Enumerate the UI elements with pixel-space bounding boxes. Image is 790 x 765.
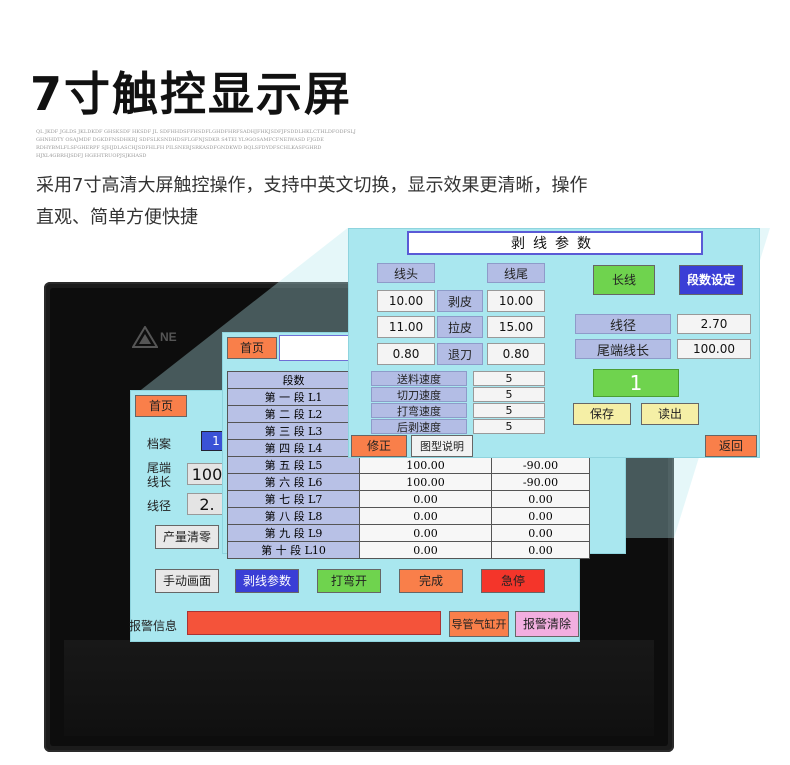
segment-name: 第 四 段 L4: [227, 439, 360, 457]
tail-length-label: 尾端线长: [147, 461, 172, 489]
segment-name: 第 三 段 L3: [227, 422, 360, 440]
table-row: 第 八 段 L8 0.00 0.00: [227, 507, 590, 525]
cutter-speed-value[interactable]: 5: [473, 387, 545, 402]
feed-speed-label: 送料速度: [371, 371, 467, 386]
head-retract-value[interactable]: 0.80: [377, 343, 435, 365]
segment-angle[interactable]: -90.00: [491, 473, 590, 491]
tail-length-value[interactable]: 100: [187, 463, 227, 485]
read-button[interactable]: 读出: [641, 403, 699, 425]
segment-angle[interactable]: 0.00: [491, 490, 590, 508]
segment-angle[interactable]: -90.00: [491, 456, 590, 474]
archive-label: 档案: [147, 437, 172, 451]
tail-pull-value[interactable]: 15.00: [487, 316, 545, 338]
clear-output-button[interactable]: 产量清零: [155, 525, 219, 549]
tail-length-value-2[interactable]: 100.00: [677, 339, 751, 359]
diagram-button[interactable]: 图型说明: [411, 435, 473, 457]
segment-length[interactable]: 0.00: [359, 490, 492, 508]
alarm-clear-button[interactable]: 报警清除: [515, 611, 579, 637]
segments-home-button[interactable]: 首页: [227, 337, 277, 359]
wire-diameter-label: 线径: [575, 314, 671, 334]
wire-head-label: 线头: [377, 263, 435, 283]
brand-text: NE: [160, 330, 177, 344]
page-title: 7寸触控显示屏: [30, 67, 353, 121]
rear-strip-speed-value[interactable]: 5: [473, 419, 545, 434]
strip-label: 剥皮: [437, 290, 483, 312]
strip-params-title: 剥线参数: [407, 231, 703, 255]
segment-name: 第 七 段 L7: [227, 490, 360, 508]
pull-label: 拉皮: [437, 316, 483, 338]
complete-button[interactable]: 完成: [399, 569, 463, 593]
table-row: 第 五 段 L5 100.00 -90.00: [227, 456, 590, 474]
table-row: 第 六 段 L6 100.00 -90.00: [227, 473, 590, 491]
segment-name: 第 六 段 L6: [227, 473, 360, 491]
segment-name: 第 十 段 L10: [227, 541, 360, 559]
diameter-value[interactable]: 2.: [187, 493, 227, 515]
tail-retract-value[interactable]: 0.80: [487, 343, 545, 365]
description: 采用7寸高清大屏触控操作，支持中英文切换，显示效果更清晰，操作直观、简单方便快捷: [36, 175, 588, 228]
diameter-label: 线径: [147, 499, 172, 513]
segment-angle[interactable]: 0.00: [491, 524, 590, 542]
strip-params-screen: 剥线参数 线头 线尾 10.00 剥皮 10.00 11.00 拉皮 15.00…: [348, 228, 760, 458]
segment-angle[interactable]: 0.00: [491, 541, 590, 559]
emergency-stop-button[interactable]: 急停: [481, 569, 545, 593]
segment-name: 第 二 段 L2: [227, 405, 360, 423]
segment-name: 第 五 段 L5: [227, 456, 360, 474]
tail-length-label-2: 尾端线长: [575, 339, 671, 359]
table-row: 第 九 段 L9 0.00 0.00: [227, 524, 590, 542]
bend-speed-value[interactable]: 5: [473, 403, 545, 418]
head-strip-value[interactable]: 10.00: [377, 290, 435, 312]
segment-name: 第 八 段 L8: [227, 507, 360, 525]
edit-button[interactable]: 修正: [351, 435, 407, 457]
wire-tail-label: 线尾: [487, 263, 545, 283]
segment-length[interactable]: 0.00: [359, 541, 492, 559]
segment-length[interactable]: 100.00: [359, 456, 492, 474]
guide-cylinder-button[interactable]: 导管气缸开: [449, 611, 509, 637]
segment-angle[interactable]: 0.00: [491, 507, 590, 525]
home-button[interactable]: 首页: [135, 395, 187, 417]
segment-name: 第 九 段 L9: [227, 524, 360, 542]
table-row: 第 十 段 L10 0.00 0.00: [227, 541, 590, 559]
strip-params-button[interactable]: 剥线参数: [235, 569, 299, 593]
segment-length[interactable]: 100.00: [359, 473, 492, 491]
tail-strip-value[interactable]: 10.00: [487, 290, 545, 312]
rear-strip-speed-label: 后剥速度: [371, 419, 467, 434]
segment-length[interactable]: 0.00: [359, 524, 492, 542]
segment-setting-button[interactable]: 段数设定: [679, 265, 743, 295]
counter-display: 1: [593, 369, 679, 397]
wire-diameter-value[interactable]: 2.70: [677, 314, 751, 334]
bend-on-button[interactable]: 打弯开: [317, 569, 381, 593]
long-wire-button[interactable]: 长线: [593, 265, 655, 295]
fine-print: QL JKDF JGLDS JKLDKDF GHSKSDF HKSDF JL S…: [36, 129, 356, 159]
retract-label: 退刀: [437, 343, 483, 365]
feed-speed-value[interactable]: 5: [473, 371, 545, 386]
table-row: 第 七 段 L7 0.00 0.00: [227, 490, 590, 508]
alarm-display: [187, 611, 441, 635]
head-pull-value[interactable]: 11.00: [377, 316, 435, 338]
alarm-label: 报警信息: [129, 619, 178, 633]
segments-col-header: 段数: [227, 371, 360, 389]
segment-length[interactable]: 0.00: [359, 507, 492, 525]
brand-logo-icon: [132, 326, 158, 348]
segment-name: 第 一 段 L1: [227, 388, 360, 406]
cutter-speed-label: 切刀速度: [371, 387, 467, 402]
bend-speed-label: 打弯速度: [371, 403, 467, 418]
back-button[interactable]: 返回: [705, 435, 757, 457]
monitor-bezel: [64, 640, 654, 736]
manual-screen-button[interactable]: 手动画面: [155, 569, 219, 593]
save-button[interactable]: 保存: [573, 403, 631, 425]
